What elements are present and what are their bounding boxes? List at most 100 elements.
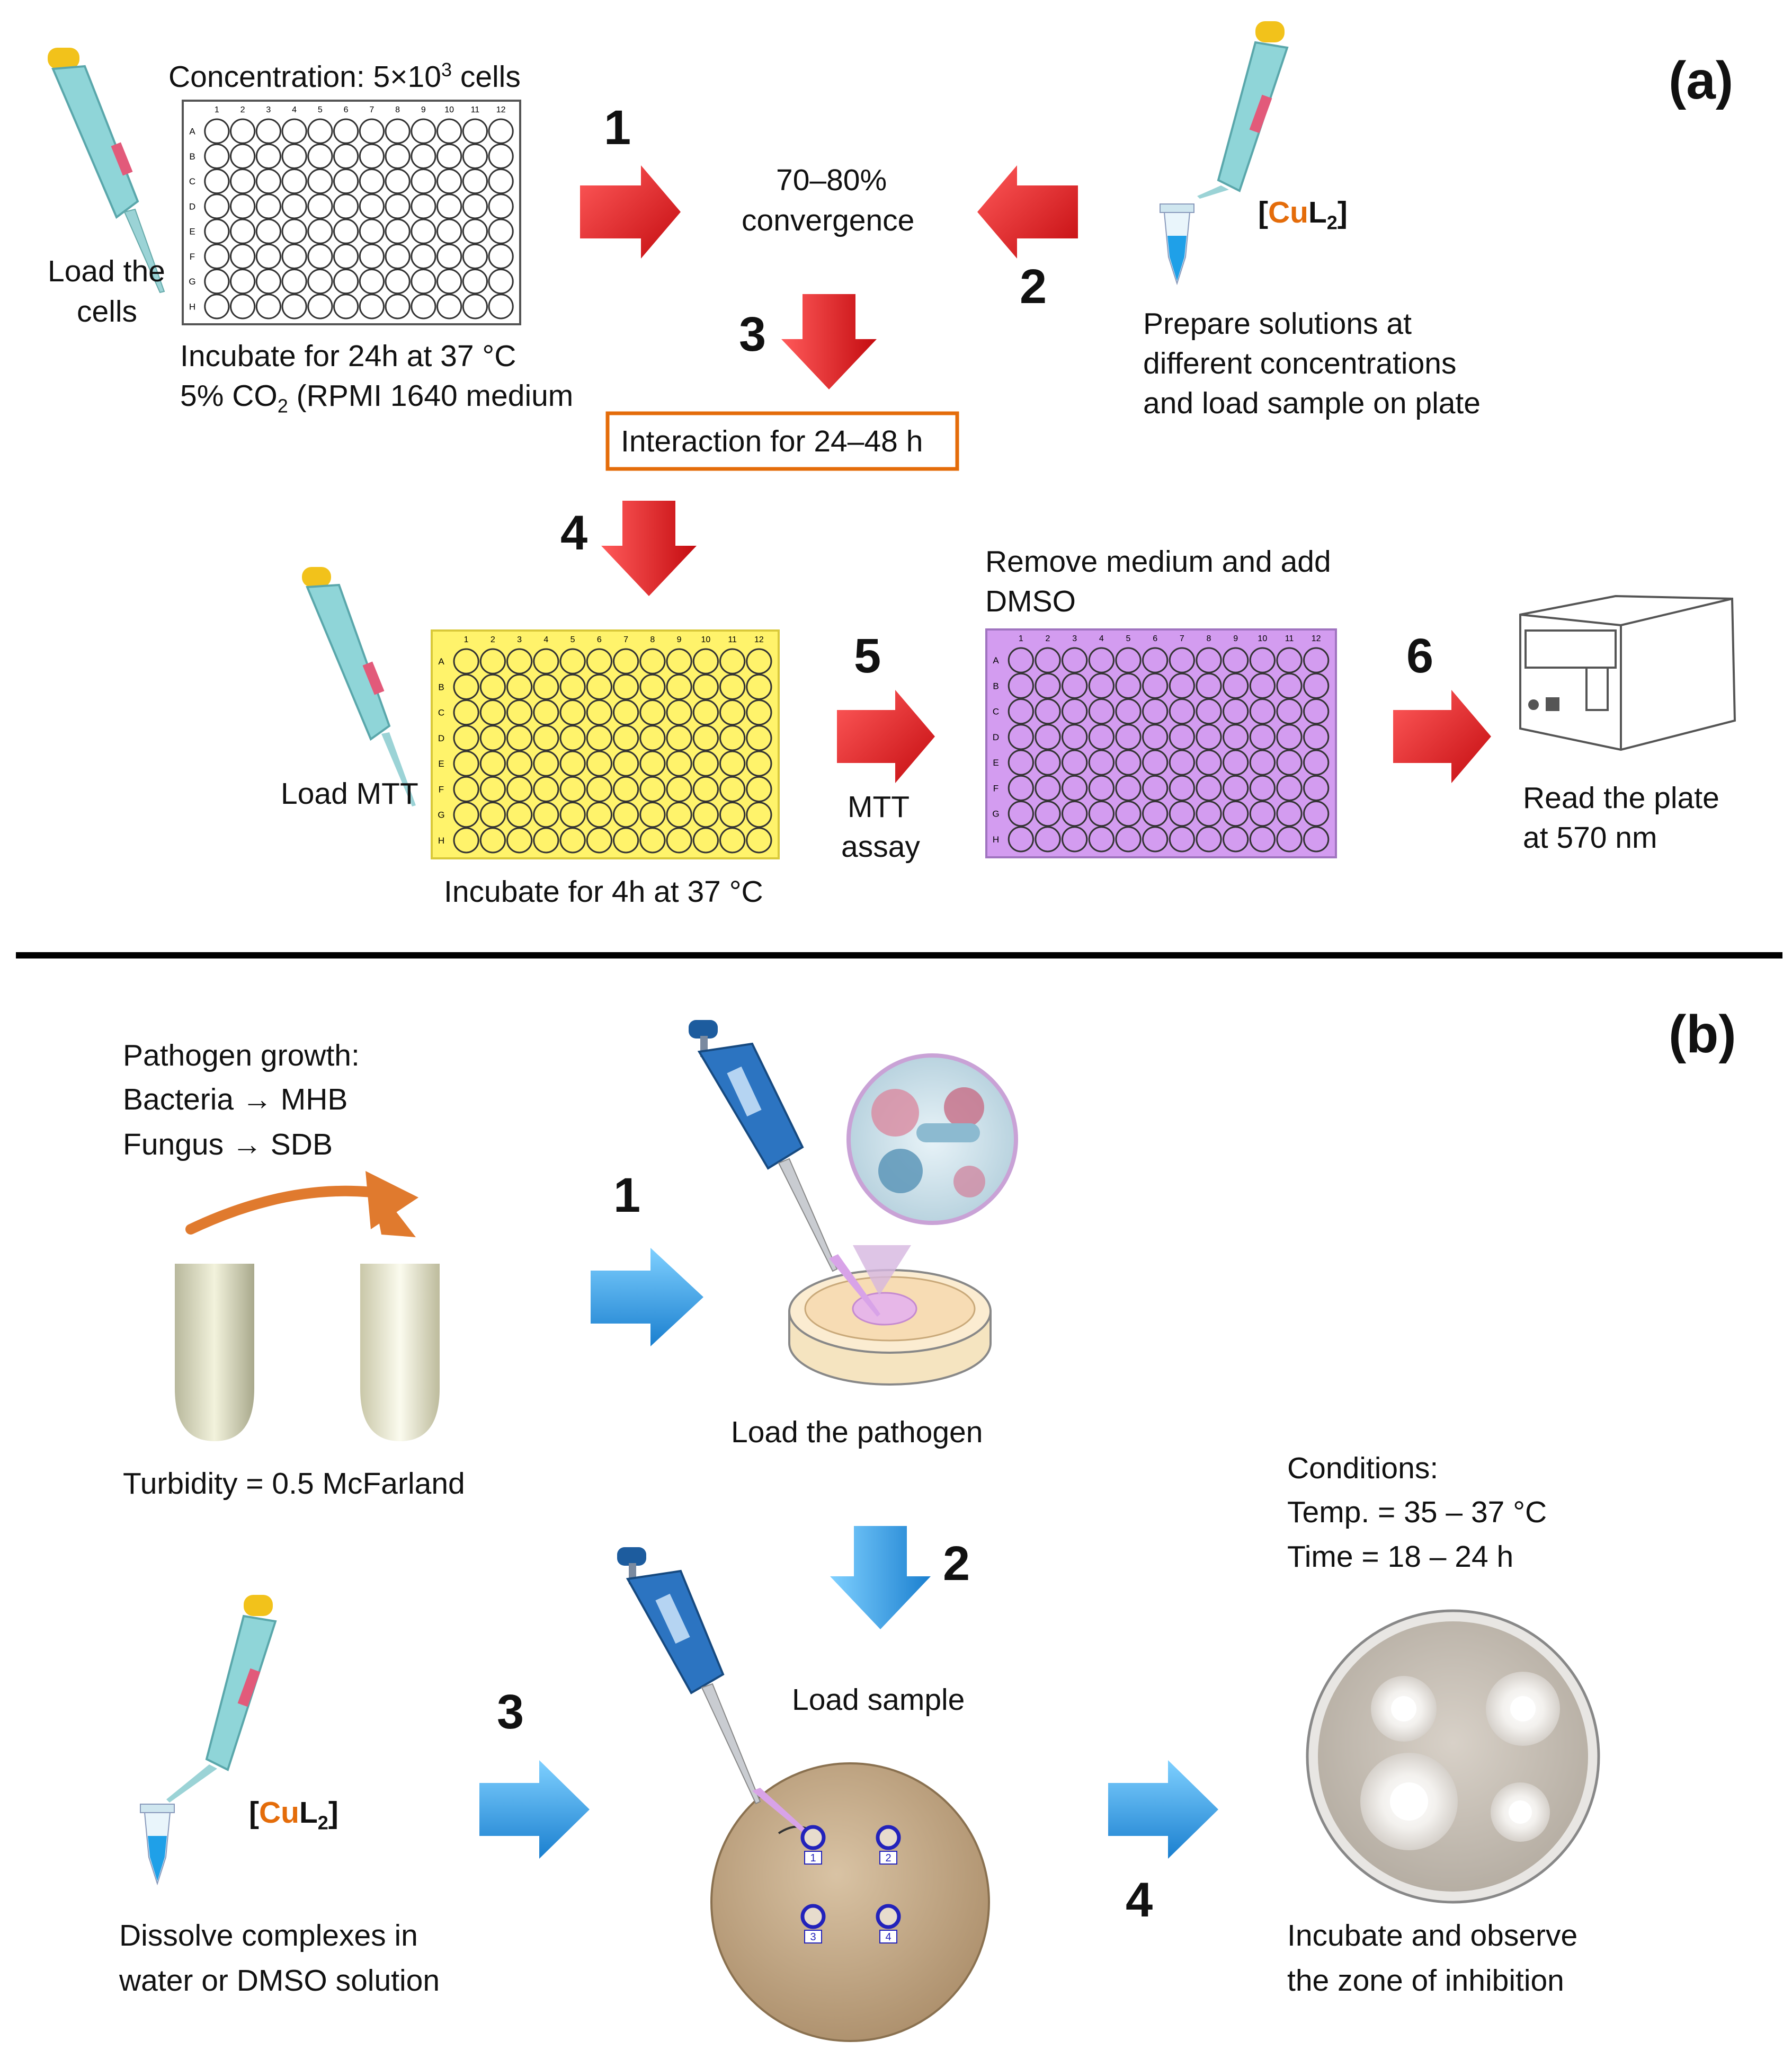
plate-well [462, 168, 488, 194]
plate-well [1303, 749, 1330, 776]
plate-well [411, 118, 436, 144]
plate-column-label: 8 [650, 635, 655, 644]
plate-column-label: 5 [570, 635, 575, 644]
plate-well [333, 294, 359, 320]
plate-row-label: F [190, 252, 195, 262]
plate-well [359, 243, 385, 269]
plate-row-label: E [189, 227, 195, 237]
step-number-a4: 4 [560, 506, 588, 560]
plate-well [307, 269, 333, 295]
read-plate-label-1: Read the plate [1523, 781, 1719, 815]
plate-well [586, 725, 612, 751]
plate-well [1115, 672, 1142, 699]
plate-well [1062, 749, 1088, 776]
plate-well [1088, 724, 1115, 750]
plate-well [1088, 775, 1115, 801]
plate-column-label: 12 [1312, 634, 1321, 643]
plate-well [333, 193, 359, 219]
pathogen-growth-label: Pathogen growth: [123, 1039, 360, 1072]
plate-well [1196, 724, 1222, 750]
plate-well [533, 673, 559, 700]
step-number-b4: 4 [1126, 1873, 1153, 1927]
plate-well [506, 725, 533, 751]
plate-well [1115, 749, 1142, 776]
plate-well [359, 168, 385, 194]
plate-well [746, 725, 772, 751]
plate-well [359, 218, 385, 244]
plate-well [613, 750, 639, 777]
petri-dish-icon [788, 1269, 992, 1386]
plate-well [462, 269, 488, 295]
plate-well [204, 168, 230, 194]
plate-well [230, 218, 256, 244]
pipette-icon [48, 48, 165, 294]
plate-well [281, 243, 307, 269]
plate-well [1223, 749, 1249, 776]
pipette-icon [166, 1595, 277, 1803]
plate-row-label: B [438, 682, 444, 692]
plate-well [453, 673, 479, 700]
inhibition-plate-icon [1306, 1609, 1600, 1904]
plate-well [1223, 672, 1249, 699]
plate-well [559, 827, 586, 854]
plate-well [436, 168, 462, 194]
plate-well [666, 725, 692, 751]
plate-well [307, 193, 333, 219]
plate-well [333, 118, 359, 144]
plate-well [666, 648, 692, 675]
plate-well [462, 243, 488, 269]
cul2-cu: Cu [258, 1796, 299, 1830]
plate-well [1196, 672, 1222, 699]
plate-well [1249, 749, 1276, 776]
plate-well [479, 750, 506, 777]
plate-well [307, 294, 333, 320]
plate-well [639, 802, 666, 828]
plate-column-label: 9 [677, 635, 682, 644]
plate-well [307, 143, 333, 169]
plate-well [719, 802, 746, 828]
plate-well [559, 648, 586, 675]
plate-well [359, 143, 385, 169]
cul2-close: ] [1337, 196, 1348, 229]
plate-well [692, 725, 719, 751]
plate-row-label: A [438, 656, 444, 667]
plate-well [1223, 775, 1249, 801]
plate-well [506, 776, 533, 802]
plate-well [453, 776, 479, 802]
plate-well [1303, 801, 1330, 827]
plate-well [1088, 801, 1115, 827]
plate-well [639, 648, 666, 675]
load-sample-label: Load sample [792, 1683, 965, 1717]
plate-well [1142, 724, 1169, 750]
plate-row-label: G [992, 809, 999, 819]
plate-well [359, 294, 385, 320]
plate-well [1035, 775, 1061, 801]
plate-well [1169, 826, 1195, 853]
co2-label: 5% CO2 (RPMI 1640 medium [180, 376, 573, 426]
plate-well [488, 269, 514, 295]
plate-well [559, 673, 586, 700]
arrow-step-3 [781, 294, 877, 389]
plate-well [1196, 698, 1222, 725]
plate-well [559, 802, 586, 828]
plate-well [746, 802, 772, 828]
plate-row-label: C [438, 708, 444, 718]
plate-well [1276, 749, 1303, 776]
plate-well [385, 243, 411, 269]
read-plate-label-2: at 570 nm [1523, 821, 1657, 855]
plate-well [385, 269, 411, 295]
interaction-box [605, 411, 959, 471]
plate-well [1276, 698, 1303, 725]
plate-well [586, 648, 612, 675]
plate-well [692, 673, 719, 700]
plate-column-label: 1 [1019, 634, 1023, 643]
plate-well [385, 143, 411, 169]
concentration-exponent: 3 [441, 59, 452, 81]
plate-well [333, 168, 359, 194]
plate-well [506, 750, 533, 777]
tube-icon [140, 1804, 175, 1886]
plate-column-label: 10 [444, 105, 454, 114]
plate-well [255, 294, 281, 320]
plate-well [1196, 801, 1222, 827]
plate-well [436, 243, 462, 269]
